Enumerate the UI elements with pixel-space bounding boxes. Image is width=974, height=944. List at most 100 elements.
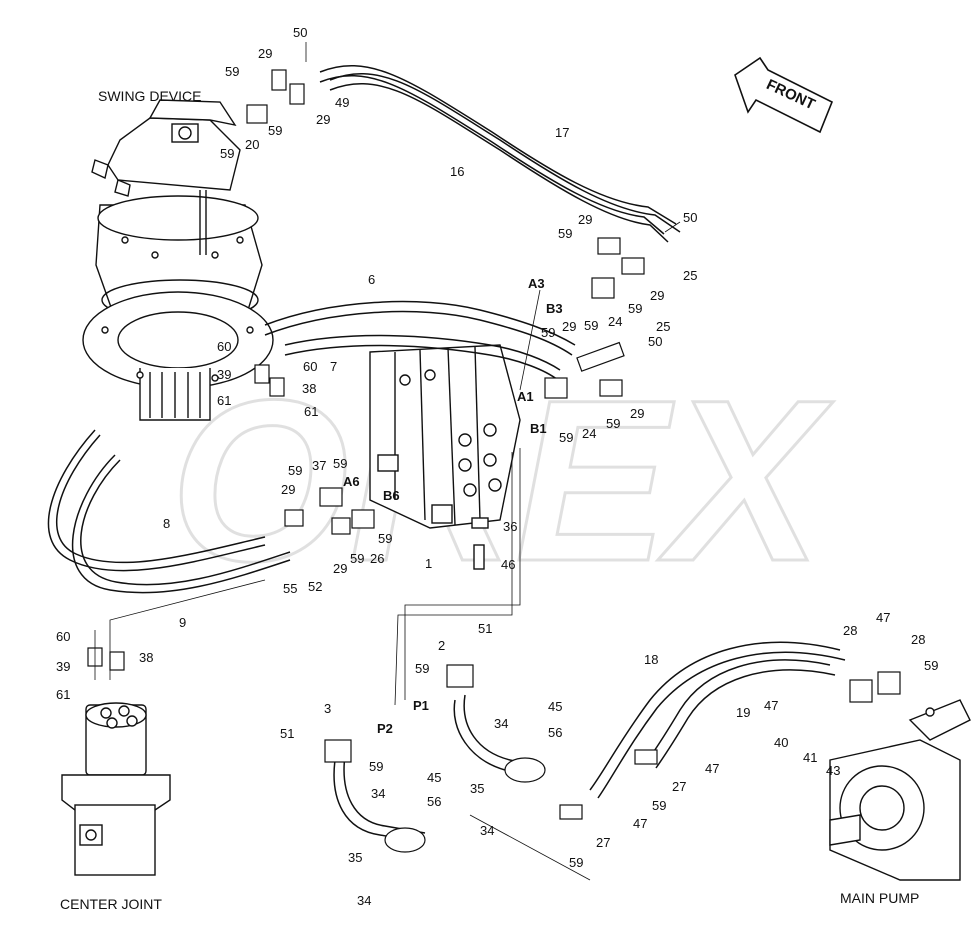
center-joint-drawing [61,702,171,876]
part-callout: 29 [578,212,592,227]
part-callout: 50 [293,25,307,40]
part-callout: 59 [350,551,364,566]
part-callout: 35 [470,781,484,796]
port-label: B3 [546,301,563,316]
swing-device-drawing [82,99,274,421]
part-callout: 46 [501,557,515,572]
port-label: A6 [343,474,360,489]
part-callout: 2 [438,638,445,653]
part-callout: 9 [179,615,186,630]
part-callout: 59 [924,658,938,673]
part-callout: 59 [333,456,347,471]
port-labels: A3 B3 A1 B1 A6 B6 P1 P2 [343,276,563,736]
part-callout: 18 [644,652,658,667]
part-callout: 59 [559,430,573,445]
part-callout: 29 [333,561,347,576]
part-callout: 25 [656,319,670,334]
part-callout: 51 [478,621,492,636]
part-callout: 27 [672,779,686,794]
part-callout: 59 [652,798,666,813]
part-callout: 29 [562,319,576,334]
part-callout: 19 [736,705,750,720]
main-pump-drawing [829,699,971,881]
part-callout: 61 [304,404,318,419]
part-callout: 38 [139,650,153,665]
port-label: B1 [530,421,547,436]
part-callout: 1 [425,556,432,571]
part-callout: 56 [427,794,441,809]
part-callout: 60 [56,629,70,644]
part-callout: 25 [683,268,697,283]
part-callout: 20 [245,137,259,152]
part-callout: 35 [348,850,362,865]
part-callout: 38 [302,381,316,396]
part-callout: 60 [303,359,317,374]
part-callout: 29 [630,406,644,421]
part-callout: 59 [558,226,572,241]
port-label: A1 [517,389,534,404]
part-callout: 7 [330,359,337,374]
part-callout: 59 [288,463,302,478]
part-callout: 45 [427,770,441,785]
part-callout: 45 [548,699,562,714]
part-callouts: 50 29 59 49 29 59 20 59 17 16 29 59 50 2… [56,25,938,908]
part-callout: 59 [415,661,429,676]
part-callout: 59 [584,318,598,333]
part-callout: 47 [764,698,778,713]
part-callout: 47 [876,610,890,625]
fittings [87,69,901,853]
part-callout: 29 [281,482,295,497]
center-joint-title: CENTER JOINT [60,896,162,912]
part-callout: 40 [774,735,788,750]
part-callout: 34 [371,786,385,801]
part-callout: 55 [283,581,297,596]
part-callout: 51 [280,726,294,741]
front-direction-arrow: FRONT [734,56,834,134]
part-callout: 60 [217,339,231,354]
part-callout: 36 [503,519,517,534]
part-callout: 24 [582,426,596,441]
main-control-valve-drawing [369,344,521,570]
part-callout: 49 [335,95,349,110]
part-callout: 61 [217,393,231,408]
part-callout: 34 [357,893,371,908]
part-callout: 59 [378,531,392,546]
part-callout: 39 [217,367,231,382]
swing-device-title: SWING DEVICE [98,88,201,104]
port-label: A3 [528,276,545,291]
part-callout: 3 [324,701,331,716]
port-label: P1 [413,698,429,713]
part-callout: 59 [628,301,642,316]
part-callout: 47 [633,816,647,831]
part-callout: 29 [316,112,330,127]
part-callout: 39 [56,659,70,674]
part-callout: 29 [258,46,272,61]
part-callout: 41 [803,750,817,765]
part-callout: 26 [370,551,384,566]
part-callout: 59 [569,855,583,870]
port-label: B6 [383,488,400,503]
part-callout: 34 [494,716,508,731]
part-callout: 47 [705,761,719,776]
part-callout: 52 [308,579,322,594]
part-callout: 59 [268,123,282,138]
part-callout: 27 [596,835,610,850]
part-callout: 28 [911,632,925,647]
part-callout: 59 [541,325,555,340]
leader-lines [94,42,681,881]
part-callout: 43 [826,763,840,778]
part-callout: 8 [163,516,170,531]
main-pump-title: MAIN PUMP [840,890,919,906]
part-callout: 17 [555,125,569,140]
part-callout: 50 [648,334,662,349]
part-callout: 59 [369,759,383,774]
part-callout: 24 [608,314,622,329]
part-callout: 34 [480,823,494,838]
part-callout: 50 [683,210,697,225]
part-callout: 28 [843,623,857,638]
part-callout: 61 [56,687,70,702]
part-callout: 56 [548,725,562,740]
part-callout: 37 [312,458,326,473]
part-callout: 59 [606,416,620,431]
